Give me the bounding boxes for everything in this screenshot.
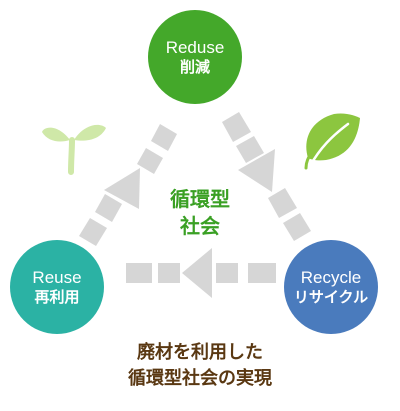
reuse-ja-label: 再利用 [34, 288, 80, 307]
center-label: 循環型 社会 [150, 186, 250, 240]
recycle-ja-label: リサイクル [293, 288, 369, 307]
arrow-reduse-to-recycle [222, 112, 311, 241]
reduse-ja-label: 削減 [179, 58, 210, 77]
arrow-reuse-to-reduse [79, 124, 177, 246]
reuse-en-label: Reuse [32, 268, 82, 287]
leaf-icon [304, 113, 360, 170]
reuse-node: Reuse 再利用 [10, 240, 104, 334]
recycle-en-label: Recycle [300, 268, 362, 287]
caption-line1: 廃材を利用した [137, 342, 263, 363]
caption: 廃材を利用した 循環型社会の実現 [60, 340, 340, 392]
center-label-line2: 社会 [180, 214, 220, 238]
recycle-node: Recycle リサイクル [284, 240, 378, 334]
reduse-en-label: Reduse [165, 38, 225, 57]
caption-line2: 循環型社会の実現 [128, 368, 272, 390]
reduse-node: Reduse 削減 [148, 10, 242, 104]
center-label-line1: 循環型 [170, 187, 230, 211]
sprout-icon [42, 124, 106, 175]
arrow-recycle-to-reuse [126, 248, 276, 298]
